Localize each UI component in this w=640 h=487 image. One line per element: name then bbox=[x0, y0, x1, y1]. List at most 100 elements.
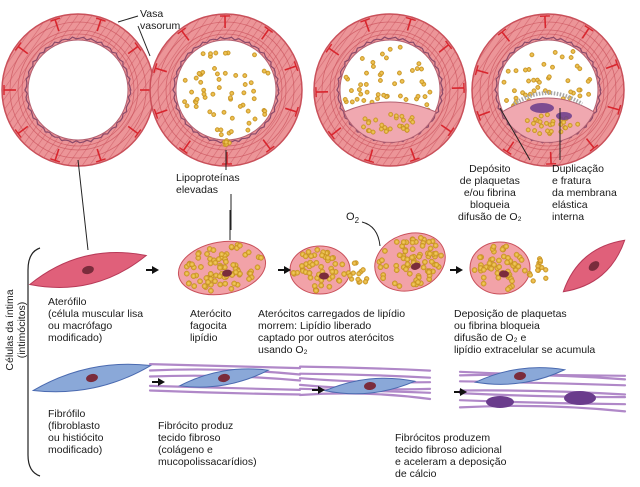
lipid-droplet bbox=[504, 259, 510, 266]
lipid-droplet bbox=[246, 276, 252, 282]
lipid-droplet bbox=[404, 123, 410, 129]
vasa-branch bbox=[445, 40, 450, 46]
wall-layer bbox=[333, 33, 447, 147]
vessel-lumen bbox=[27, 39, 129, 141]
lipid-droplet bbox=[182, 99, 188, 105]
vasa-vasorum bbox=[155, 67, 168, 73]
lipid-droplet bbox=[377, 264, 384, 271]
vasa-vasorum bbox=[607, 105, 620, 111]
lipid-droplet bbox=[585, 78, 591, 84]
lipid-droplet bbox=[563, 125, 568, 131]
vasa-branch bbox=[95, 159, 102, 163]
vasa-branch bbox=[100, 158, 106, 162]
lipid-droplet bbox=[496, 264, 502, 270]
lipid-droplet bbox=[397, 93, 403, 99]
lipid-droplet bbox=[217, 264, 223, 271]
lipid-droplet bbox=[387, 46, 393, 52]
collagen-fiber bbox=[148, 363, 302, 370]
arrow-head bbox=[152, 266, 159, 274]
lipid-droplet bbox=[347, 273, 353, 279]
vasa-branch bbox=[296, 106, 299, 113]
lipid-droplet bbox=[184, 103, 190, 109]
lipid-droplet bbox=[380, 275, 386, 281]
lipid-droplet bbox=[218, 251, 225, 258]
lipid-droplet bbox=[343, 74, 349, 80]
lipid-droplet bbox=[379, 70, 384, 76]
collagen-fiber bbox=[298, 365, 432, 372]
lipid-droplet bbox=[302, 253, 309, 260]
lipid-droplet bbox=[306, 270, 313, 276]
lipid-droplet bbox=[242, 73, 248, 79]
label-duplicacao: Duplicação e fratura da membrana elástic… bbox=[552, 163, 617, 223]
lipid-droplet bbox=[420, 264, 427, 271]
lipid-droplet bbox=[513, 251, 520, 258]
lipid-droplet bbox=[419, 66, 424, 72]
lipid-droplet bbox=[378, 126, 384, 132]
lipid-droplet bbox=[400, 239, 407, 245]
lipid-droplet bbox=[361, 124, 366, 130]
lipid-droplet bbox=[379, 122, 385, 128]
lipid-droplet bbox=[509, 278, 515, 284]
calcium-deposit bbox=[486, 396, 514, 408]
lipid-droplet bbox=[501, 79, 507, 85]
lipid-droplet bbox=[416, 253, 422, 260]
lipid-droplet bbox=[426, 239, 432, 245]
vasa-branch bbox=[409, 159, 416, 163]
lipid-droplet bbox=[433, 262, 440, 268]
cell-nucleus bbox=[499, 270, 509, 278]
vasa-vasorum bbox=[438, 44, 450, 53]
vasa-branch bbox=[134, 133, 139, 138]
lipid-droplet bbox=[215, 256, 222, 263]
lipid-droplet bbox=[396, 283, 403, 289]
fibrocito-cell-2 bbox=[323, 377, 417, 395]
vasa-vasorum bbox=[544, 16, 547, 29]
vasa-vasorum bbox=[54, 148, 60, 161]
vasa-branch bbox=[137, 46, 142, 51]
lipid-droplet bbox=[221, 109, 227, 115]
lipid-droplet bbox=[586, 91, 591, 97]
lipid-droplet bbox=[541, 61, 547, 67]
lipid-droplet bbox=[222, 280, 228, 287]
aterocito-cell bbox=[177, 240, 267, 296]
lipid-droplet bbox=[409, 239, 416, 246]
lipid-droplet bbox=[212, 66, 217, 71]
lipid-droplet bbox=[299, 263, 305, 269]
vasa-branch bbox=[506, 151, 512, 155]
vasa-branch bbox=[327, 130, 332, 136]
vasa-branch bbox=[502, 148, 508, 153]
vasa-branch bbox=[584, 25, 590, 29]
lipid-droplet bbox=[363, 82, 369, 87]
lipid-droplet bbox=[438, 252, 444, 259]
vasa-branch bbox=[17, 42, 22, 47]
lipid-droplet bbox=[208, 287, 214, 294]
lipid-droplet bbox=[382, 248, 388, 254]
fibrocito-cell-3 bbox=[473, 367, 567, 385]
lipid-droplet bbox=[419, 79, 425, 85]
lipid-droplet bbox=[391, 280, 398, 287]
wall-layer bbox=[321, 21, 459, 159]
collagen-fiber bbox=[458, 404, 627, 413]
lipid-droplet bbox=[241, 90, 247, 96]
vasa-branch bbox=[182, 149, 188, 154]
vasa-branch bbox=[476, 65, 479, 71]
lipid-droplet bbox=[351, 260, 358, 266]
lipid-droplet bbox=[393, 239, 400, 245]
lipid-droplet bbox=[535, 267, 541, 273]
lipid-droplet bbox=[433, 250, 439, 257]
vasa-branch bbox=[269, 145, 275, 150]
wall-layer bbox=[17, 29, 139, 151]
lipid-droplet bbox=[349, 99, 355, 105]
vasa-branch bbox=[14, 46, 19, 51]
ruptured-cell bbox=[562, 239, 626, 293]
vasa-vasorum bbox=[585, 138, 595, 149]
lipid-droplet bbox=[383, 129, 389, 134]
lipid-droplet bbox=[543, 267, 549, 273]
vasa-branch bbox=[364, 158, 370, 162]
vasa-branch bbox=[478, 115, 482, 121]
lipid-droplet bbox=[538, 113, 544, 119]
vasa-branch bbox=[293, 61, 297, 67]
lipid-droplet bbox=[388, 112, 394, 117]
cell-nucleus bbox=[588, 261, 600, 271]
lipid-droplet bbox=[204, 251, 210, 257]
sequence-arrows bbox=[146, 266, 467, 396]
